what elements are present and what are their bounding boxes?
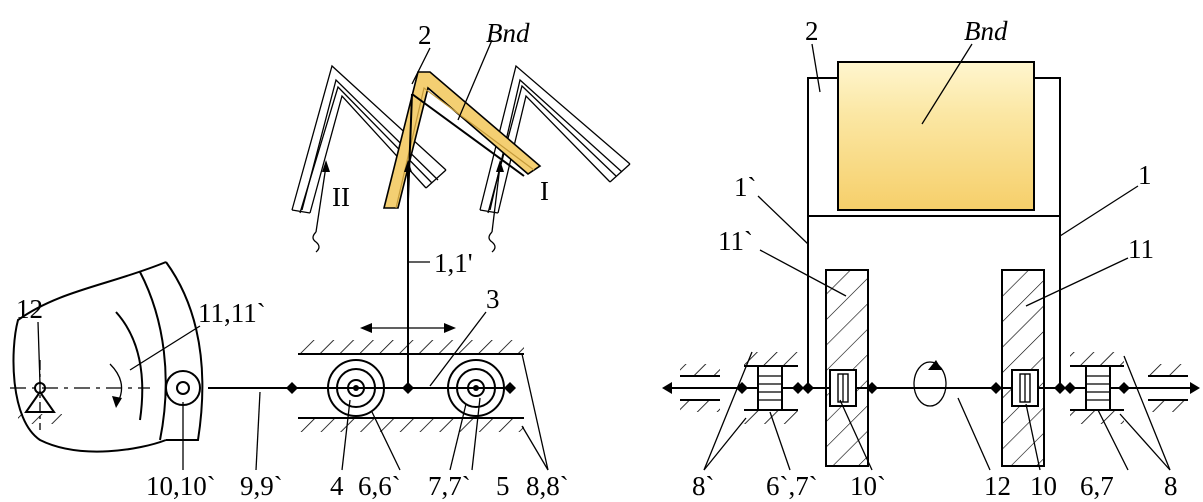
bearing-right [1070,352,1124,424]
right-view: 2 Bnd 1` 1 11` 11 8` 6`,7` 10` 12 10 6,7… [662,16,1200,501]
cam-11 [12,261,204,453]
cam-11-prime [825,269,869,467]
label-bnd-right: Bnd [964,16,1008,46]
guide-rails [298,340,524,432]
rotation-symbol [913,360,947,407]
roller-7 [447,359,505,417]
left-view: 2 Bnd II I 1,1' 3 12 11,11` 10,10` 9,9` … [10,18,631,501]
paper-bnd [837,61,1035,211]
label-4: 4 [330,471,344,501]
roller-6 [327,359,385,417]
label-rod: 1,1' [434,248,473,278]
label-roller-10: 10,10` [146,471,216,501]
reciprocation-arrow [360,323,456,333]
leaders-left [37,39,549,471]
housing-outer [680,364,1188,412]
label-position-ii: II [332,182,350,212]
cam-11 [1001,269,1045,467]
label-cam-11p: 11` [718,226,753,256]
label-bearings-67: 6,7 [1080,471,1114,501]
label-6: 6,6` [358,471,401,501]
label-pivot: 12 [16,294,43,324]
label-paper-2: 2 [418,20,432,50]
paper-position-i [479,64,631,253]
label-link-9: 9,9` [240,471,283,501]
leaders-right [703,43,1171,471]
label-roller-10-right: 10 [1030,471,1057,501]
label-guides: 8,8` [526,471,569,501]
roller-10 [165,370,201,406]
label-slider: 3 [486,284,500,314]
label-member-1: 1 [1138,160,1152,190]
label-7: 7,7` [428,471,471,501]
label-5: 5 [496,471,510,501]
label-bearings-67p: 6`,7` [766,471,818,501]
label-guides-8p: 8` [692,471,715,501]
label-member-1p: 1` [734,172,757,202]
label-position-i: I [540,176,549,206]
motion-arrows-positions [315,160,504,233]
label-guides-8: 8 [1164,471,1178,501]
roller-10-prime [829,369,857,407]
label-cam-11: 11 [1128,234,1154,264]
label-roller-10p: 10` [850,471,886,501]
label-shaft-12: 12 [984,471,1011,501]
label-frame-2: 2 [805,16,819,46]
label-bnd: Bnd [486,18,530,48]
bearing-left [744,352,798,424]
pivot-12 [10,360,150,430]
roller-10 [1011,369,1039,407]
label-cam: 11,11` [198,298,266,328]
